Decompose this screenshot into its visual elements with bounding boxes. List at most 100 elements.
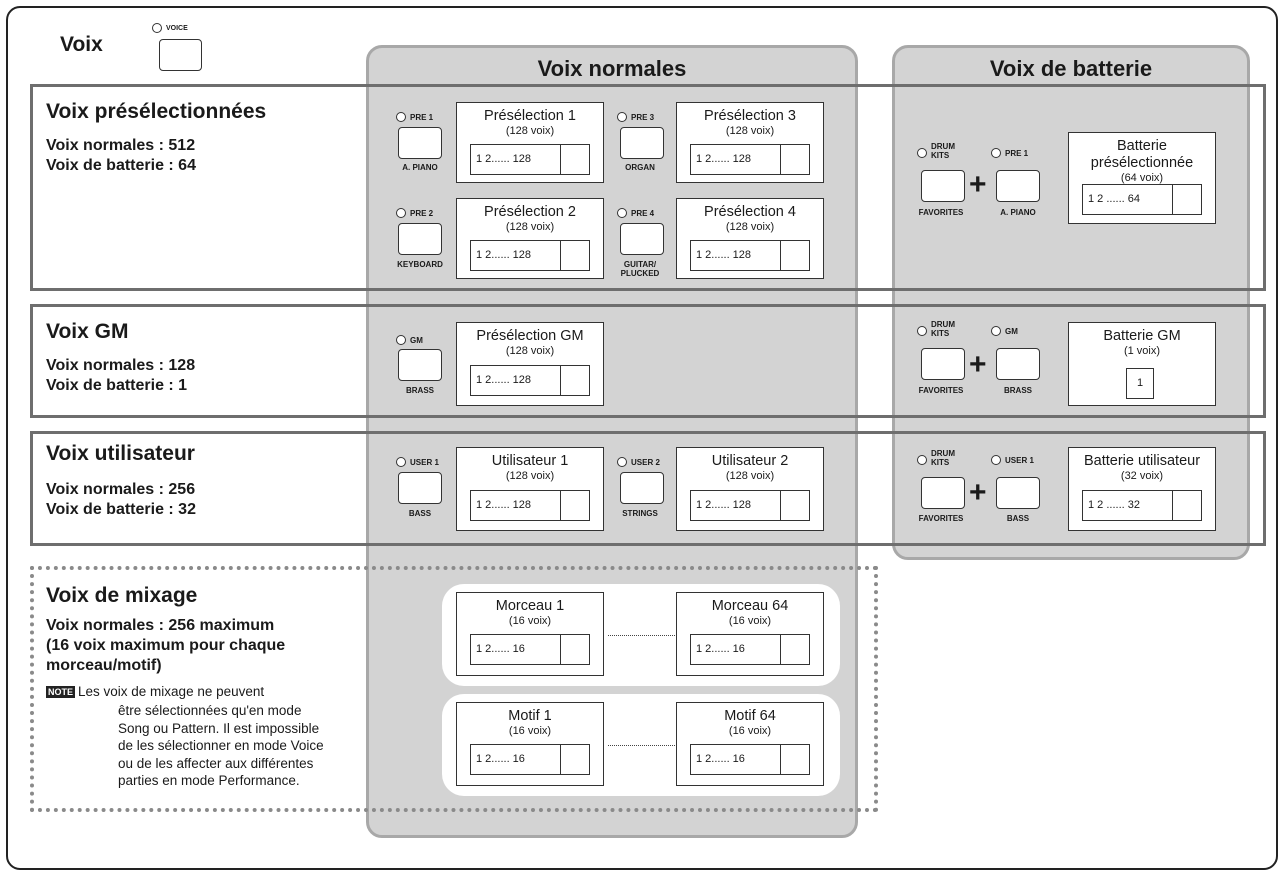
bank-title: Présélection 4 [704,204,796,220]
user1-button[interactable] [398,472,442,504]
bank-cell-range: 1 2...... 128 [691,145,781,174]
voice-button[interactable] [159,39,202,71]
gm-drum-button[interactable] [996,348,1040,380]
pre1-drum-button-label: A. PIANO [1000,208,1036,217]
bank-cell-empty [1173,185,1201,214]
bank-cells: 1 2...... 128 [690,240,810,271]
bank-cell-empty [561,145,589,174]
bank-voice-count: (32 voix) [1120,470,1164,482]
pre1-button[interactable] [398,127,442,159]
bank-cell-range: 1 2...... 16 [691,745,781,774]
bank-cell-range: 1 2 ...... 32 [1083,491,1173,520]
plus-sign: + [969,476,987,509]
drum-kits-led-label: DRUM KITS [931,142,955,160]
bank-batterie-utilisateur: Batterie utilisateur(32 voix) [1068,447,1216,531]
bank-cells: 1 2...... 128 [470,490,590,521]
pre1-button-label: A. PIANO [402,163,438,172]
pre1-drum-led-label: PRE 1 [1005,149,1029,158]
pre3-button-label: ORGAN [625,163,655,172]
bank-cell-range: 1 2 ...... 64 [1083,185,1173,214]
note-first-line: Les voix de mixage ne peuvent [78,684,265,699]
row-sub-utilisateur: Voix normales : 256 Voix de batterie : 3… [46,481,196,518]
voice-led-label: VOICE [166,25,188,32]
bank-title: Morceau 1 [495,598,565,614]
bank-title: Présélection 1 [484,108,576,124]
user1-drum-button[interactable] [996,477,1040,509]
mixage-sub: Voix normales : 256 maximum (16 voix max… [46,617,286,674]
bank-cell-empty [781,145,809,174]
pre1-drum-led-icon [991,148,1001,158]
row-heading-preselection: Voix présélectionnées [46,100,267,123]
drum-kits-button[interactable] [921,170,965,202]
pre2-button-label: KEYBOARD [397,260,443,269]
morceau-range-dots [608,635,675,636]
bank-preselection-gm: Présélection GM(128 voix) [456,322,604,406]
pre3-led-label: PRE 3 [631,113,655,122]
voice-led [152,23,162,33]
bank-voice-count: (128 voix) [505,221,555,233]
bank-title: Présélection GM [476,328,584,344]
bank-batterie-preselectionnee: Batterie présélectionnée(64 voix) [1068,132,1216,224]
bank-cell-empty [561,366,589,395]
bank-cell-empty [781,241,809,270]
bank-cell-empty [781,491,809,520]
outer-frame [6,6,1278,870]
bank-utilisateur-1: Utilisateur 1(128 voix) [456,447,604,531]
bank-voice-count: (16 voix) [508,725,552,737]
drum-kits-led-icon [917,326,927,336]
bank-cell-range: 1 [1136,377,1144,389]
motif-range-dots [608,745,675,746]
panel-title-batterie: Voix de batterie [989,56,1153,81]
bank-cell-range: 1 2...... 16 [471,745,561,774]
drum-kits-button-label: FAVORITES [918,208,964,217]
bank-cells: 1 [1126,368,1154,399]
pre2-led-icon [396,208,406,218]
drum-kits-led-label: DRUM KITS [931,449,955,467]
pre4-led-icon [617,208,627,218]
bank-cell-range: 1 2...... 128 [471,366,561,395]
bank-preselection-3: Présélection 3(128 voix) [676,102,824,183]
user2-button[interactable] [620,472,664,504]
row-sub-gm: Voix normales : 128 Voix de batterie : 1 [46,357,196,394]
bank-cell-range: 1 2...... 128 [691,241,781,270]
bank-title: Morceau 64 [711,598,789,614]
bank-voice-count: (128 voix) [505,470,555,482]
bank-cells: 1 2...... 16 [690,634,810,665]
bank-cells: 1 2...... 16 [470,744,590,775]
bank-batterie-gm: Batterie GM(1 voix) [1068,322,1216,406]
pre4-button[interactable] [620,223,664,255]
bank-preselection-4: Présélection 4(128 voix) [676,198,824,279]
bank-title: Batterie utilisateur [1083,453,1201,469]
pre3-button[interactable] [620,127,664,159]
bank-voice-count: (16 voix) [728,725,772,737]
bank-cells: 1 2...... 16 [690,744,810,775]
bank-cell-range: 1 2...... 16 [691,635,781,664]
bank-cell-range: 1 2...... 128 [471,491,561,520]
row-voix-preselectionnees [30,84,1266,291]
bank-voice-count: (128 voix) [725,221,775,233]
gm-button[interactable] [398,349,442,381]
bank-cell-empty [561,635,589,664]
pre2-button[interactable] [398,223,442,255]
bank-cell-empty [781,635,809,664]
box-voix-mixage [30,566,878,812]
bank-title: Motif 1 [508,708,552,724]
gm-led-label: GM [410,336,423,345]
plus-sign: + [969,168,987,201]
drum-kits-button-label: FAVORITES [918,386,964,395]
drum-kits-button[interactable] [921,348,965,380]
row-heading-utilisateur: Voix utilisateur [46,442,195,465]
note-icon: NOTE [46,685,76,698]
drum-kits-led-icon [917,455,927,465]
user2-button-label: STRINGS [622,509,658,518]
gm-drum-button-label: BRASS [1003,386,1032,395]
panel-title-normales: Voix normales [537,56,687,81]
bank-voice-count: (16 voix) [508,615,552,627]
drum-kits-button[interactable] [921,477,965,509]
user1-drum-led-icon [991,455,1001,465]
bank-voice-count: (64 voix) [1120,172,1164,184]
bank-utilisateur-2: Utilisateur 2(128 voix) [676,447,824,531]
user1-led-label: USER 1 [410,458,439,467]
pre1-drum-button[interactable] [996,170,1040,202]
